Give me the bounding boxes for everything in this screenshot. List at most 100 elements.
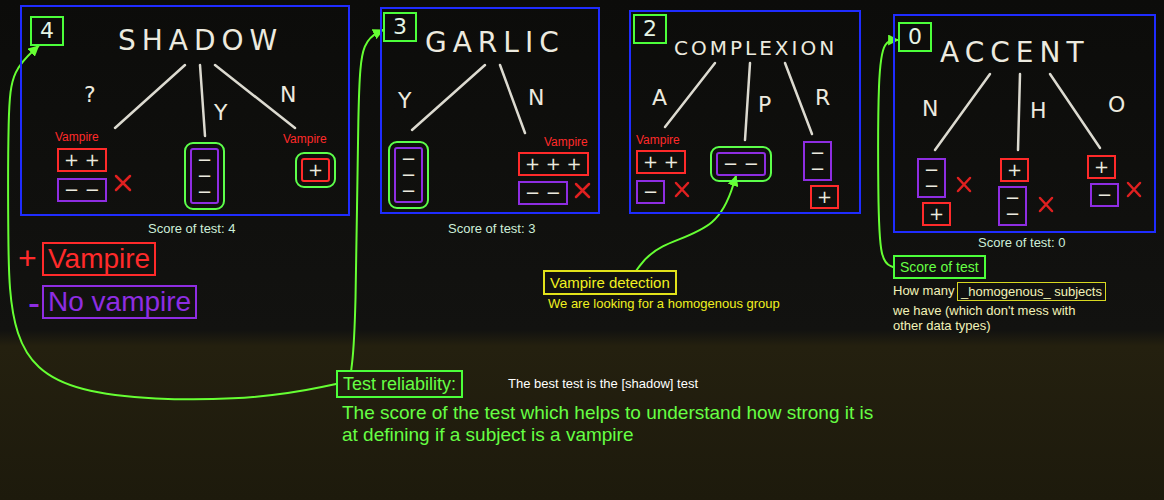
panel-title: COMPLEXION xyxy=(674,36,837,60)
panel-title: SHADOW xyxy=(118,24,283,58)
vampire-group: + xyxy=(1000,158,1029,182)
group-symbols: − − xyxy=(723,156,759,172)
branch-label: ? xyxy=(84,82,96,107)
box-text: _homogenous_ subjects xyxy=(961,283,1102,300)
branch-label: N xyxy=(280,82,296,107)
human-group: − − xyxy=(803,141,832,181)
vampire-group: + xyxy=(1087,155,1116,179)
group-symbols: − − − xyxy=(197,152,212,200)
legend-text: Vampire xyxy=(48,243,150,274)
test-panel: SHADOW + + − − − − − + xyxy=(20,5,350,216)
vampire-group: + + xyxy=(636,150,686,174)
vampire-group: + + + xyxy=(518,152,589,176)
branch-label: O xyxy=(1108,92,1125,117)
tree-branch xyxy=(1050,74,1100,148)
human-group: − − xyxy=(57,178,107,202)
highlight-box: _homogenous_ subjects xyxy=(957,282,1106,301)
pointer-arrow xyxy=(351,30,383,370)
branch-label: Y xyxy=(398,88,411,113)
note-text: we have (which don't mess with other dat… xyxy=(893,304,1108,334)
pointer-arrow xyxy=(637,176,736,270)
panel-title: GARLIC xyxy=(425,26,565,60)
tree-branch xyxy=(412,65,485,130)
group-symbols: + + xyxy=(643,154,679,170)
human-group: − xyxy=(1090,183,1119,207)
group-symbols: − − xyxy=(924,162,939,194)
human-group: − − xyxy=(518,181,568,205)
score-caption: Score of test: 4 xyxy=(148,222,235,237)
branch-label: N xyxy=(528,85,544,110)
vampire-group: + + xyxy=(57,148,107,172)
group-symbols: + + xyxy=(64,152,100,168)
panel-title: ACCENT xyxy=(940,36,1090,70)
note-text: We are looking for a homogenous group xyxy=(548,297,780,312)
human-group: − − xyxy=(917,158,946,198)
tree-branch xyxy=(500,65,525,133)
pointer-arrow xyxy=(8,46,336,399)
human-group: − − xyxy=(716,152,766,176)
branch-label: P xyxy=(758,92,771,117)
box-text: 4 xyxy=(40,19,54,43)
box-text: 3 xyxy=(393,15,407,39)
cross-mark xyxy=(1128,183,1140,196)
callout-box: Score of test xyxy=(893,255,986,279)
callout-box: Vampire detection xyxy=(543,270,677,295)
definition-text: The score of the test which helps to und… xyxy=(342,402,887,446)
branch-label: R xyxy=(815,85,830,110)
group-symbols: − xyxy=(1097,187,1112,203)
test-panel: ACCENT − − + + − − + − xyxy=(893,14,1156,233)
score-caption: Score of test: 3 xyxy=(448,222,535,237)
human-group: − − xyxy=(998,186,1027,226)
human-group: − xyxy=(636,180,665,204)
tree-branch xyxy=(200,65,205,136)
note-text: The best test is the [shadow] test xyxy=(508,377,698,392)
cross-mark xyxy=(116,176,130,190)
group-symbols: + xyxy=(929,206,944,222)
cross-mark xyxy=(576,184,589,197)
cross-mark xyxy=(958,178,970,191)
group-symbols: − − xyxy=(810,145,825,177)
box-text: 2 xyxy=(643,17,657,41)
test-panel: GARLIC − − − + + + − − xyxy=(380,7,600,214)
tree-branch xyxy=(785,63,812,134)
box-text: 0 xyxy=(908,25,922,49)
cross-mark xyxy=(676,183,688,196)
class-label: Vampire xyxy=(636,134,680,148)
score-badge: 2 xyxy=(633,14,667,44)
box-text: Vampire detection xyxy=(550,273,670,292)
legend-swatch: Vampire xyxy=(42,242,156,276)
legend-swatch: No vampire xyxy=(42,285,197,319)
legend-text: No vampire xyxy=(48,286,191,317)
group-symbols: − xyxy=(643,184,658,200)
human-group: − − − xyxy=(394,147,423,203)
branch-label: H xyxy=(1030,98,1047,123)
group-symbols: + + + xyxy=(525,156,582,172)
tree-branch xyxy=(1018,74,1020,150)
callout-box: Test reliability: xyxy=(336,370,463,398)
class-label: Vampire xyxy=(544,136,588,150)
branch-label: A xyxy=(652,85,667,110)
group-symbols: + xyxy=(817,189,832,205)
score-badge: 3 xyxy=(383,12,417,42)
tree-branch xyxy=(115,65,185,128)
score-badge: 0 xyxy=(898,22,932,52)
branch-label: N xyxy=(922,96,938,121)
vampire-group: + xyxy=(810,185,839,209)
group-symbols: + xyxy=(1094,159,1109,175)
group-symbols: + xyxy=(308,162,323,178)
group-symbols: − − − xyxy=(401,151,416,199)
branch-label: Y xyxy=(214,100,227,125)
group-symbols: − − xyxy=(525,185,561,201)
score-caption: Score of test: 0 xyxy=(978,236,1065,251)
vampire-group: + xyxy=(922,202,951,226)
class-label: Vampire xyxy=(55,131,99,145)
tree-branch xyxy=(745,63,750,140)
group-symbols: − − xyxy=(1005,190,1020,222)
group-symbols: + xyxy=(1007,162,1022,178)
note-text: How many xyxy=(893,284,954,299)
human-group: − − − xyxy=(190,148,219,204)
score-badge: 4 xyxy=(30,16,64,46)
tree-branch xyxy=(935,74,990,150)
